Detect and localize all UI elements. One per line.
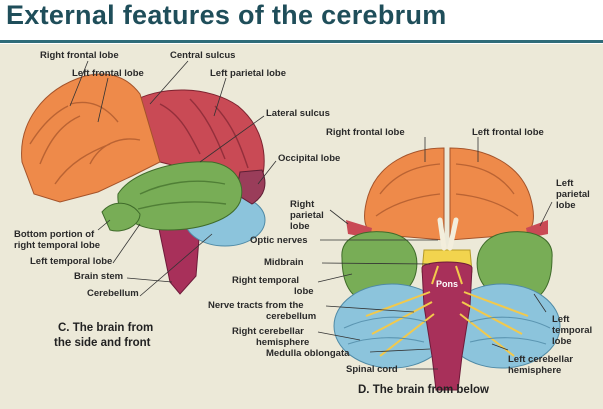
side-gyri-lines [29,101,141,185]
side-right-frontal-label: Right frontal lobe [40,50,119,61]
leader-lines [69,60,553,370]
side-frontal-lobe [21,73,161,203]
side-lateral-sulcus-label: Lateral sulcus [266,108,330,119]
side-occipital-lobe [235,169,266,205]
side-temporal-lines [137,180,227,210]
bottom-cerebellar-lines [343,316,551,345]
bottom-left-temporal-label-1: Left [552,314,570,325]
side-cerebellum-label: Cerebellum [87,288,139,299]
bottom-left-temporal-label-3: lobe [552,336,572,347]
side-brain-stem-label: Brain stem [74,271,124,282]
side-bottom-temporal [101,202,141,232]
side-left-parietal-label: Left parietal lobe [210,68,287,79]
side-temporal-lobe [117,161,243,231]
bottom-right-frontal [364,147,445,241]
side-central-sulcus-label: Central sulcus [170,50,236,61]
bottom-midbrain-label: Midbrain [264,257,304,268]
bottom-spinal-cord-label: Spinal cord [346,364,398,375]
bottom-left-parietal-label-3: lobe [556,200,576,211]
illustration-panel: Pons Right frontal lobe Left frontal lob… [0,44,603,409]
bottom-nerve-tracts-label-1: Nerve tracts from the [208,300,304,311]
bottom-medulla-label: Medulla oblongata [266,348,350,359]
bottom-right-cerebellar-label-1: Right cerebellar [232,326,304,337]
brain-illustration: Pons [21,60,561,391]
bottom-right-frontal-label: Right frontal lobe [326,127,405,138]
pons-label: Pons [436,279,458,289]
bottom-left-frontal-label: Left frontal lobe [472,127,544,138]
side-occipital-label: Occipital lobe [278,153,341,164]
side-view-caption-1: C. The brain from [58,322,154,334]
side-view-caption-2: the side and front [54,337,151,349]
bottom-right-parietal-label-1: Right [290,199,315,210]
bottom-optic-nerves-label: Optic nerves [250,235,308,246]
bottom-left-frontal [449,147,534,241]
bottom-left-cerebellar-label-2: hemisphere [508,365,562,376]
bottom-nerve-tracts-label-2: cerebellum [266,311,317,322]
bottom-left-cerebellar-label-1: Left cerebellar [508,354,573,365]
bottom-left-temporal-label-2: temporal [552,325,593,336]
page-title: External features of the cerebrum [6,0,447,30]
bottom-left-parietal-label-2: parietal [556,189,590,200]
side-view-brain [21,73,266,295]
side-parietal-lines [159,98,249,169]
side-left-temporal-label: Left temporal lobe [30,256,113,267]
side-bottom-temporal-label-2: right temporal lobe [14,240,101,251]
bottom-right-parietal-label-2: parietal [290,210,324,221]
bottom-view-caption: D. The brain from below [358,384,489,396]
bottom-right-parietal-label-3: lobe [290,221,310,232]
bottom-left-parietal-label-1: Left [556,178,574,189]
bottom-optic-nerves [437,217,459,251]
side-bottom-temporal-label-1: Bottom portion of [14,229,95,240]
title-divider [0,40,603,43]
bottom-right-temporal-label-1: Right temporal [232,275,300,286]
bottom-right-temporal-label-2: lobe [294,286,314,297]
bottom-right-cerebellar-label-2: hemisphere [256,337,310,348]
side-left-frontal-label: Left frontal lobe [72,68,144,79]
bottom-frontal-lines [375,163,519,217]
bottom-view-brain [333,147,561,391]
